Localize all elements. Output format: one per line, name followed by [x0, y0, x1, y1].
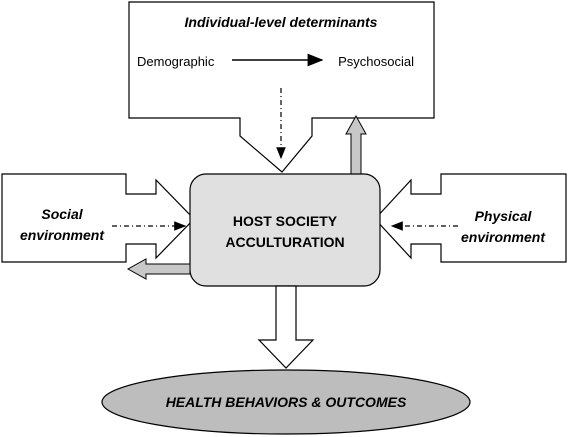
social-environment-box [1, 173, 195, 263]
center-to-individual-up-arrow [345, 114, 367, 179]
individual-title: Individual-level determinants [185, 14, 378, 30]
host-society-acculturation-box [189, 173, 381, 287]
center-to-social-left-arrow [126, 258, 191, 280]
demographic-label: Demographic [137, 54, 215, 69]
physical-label-line1: Physical [475, 208, 533, 224]
psychosocial-label: Psychosocial [338, 54, 414, 69]
social-label-line2: environment [20, 227, 105, 243]
physical-label-line2: environment [461, 229, 546, 245]
outcome-label: HEALTH BEHAVIORS & OUTCOMES [166, 394, 407, 410]
center-to-outcome-down-arrow [257, 285, 315, 369]
physical-environment-box [374, 173, 567, 263]
center-label-line1: HOST SOCIETY [233, 213, 338, 229]
social-label-line1: Social [41, 206, 83, 222]
individual-determinants-box [128, 1, 435, 173]
health-outcomes-ellipse [101, 369, 471, 435]
center-label-line2: ACCULTURATION [225, 234, 344, 250]
